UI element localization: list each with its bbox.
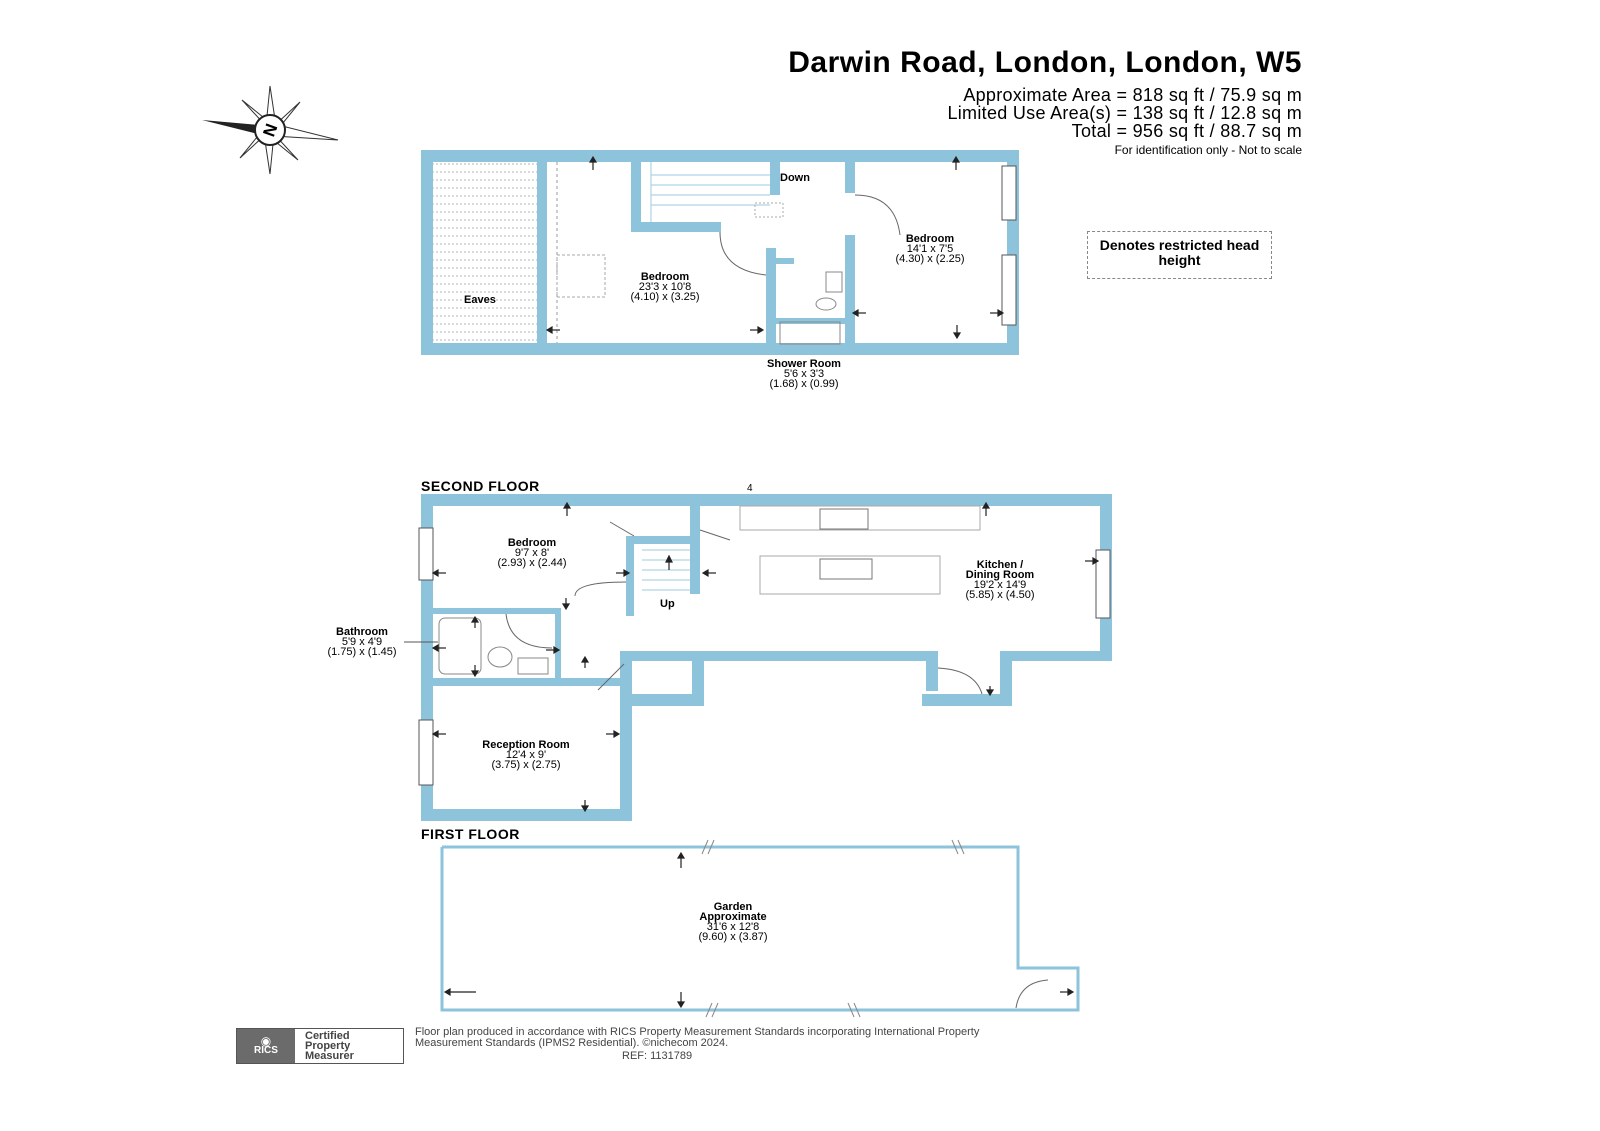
compass-letter: N xyxy=(259,121,281,139)
staircase-top xyxy=(650,162,770,222)
skylight xyxy=(556,254,606,298)
room-label-bathroom: Bathroom 5'9 x 4'9 (1.75) x (1.45) xyxy=(327,626,397,658)
worktop xyxy=(739,505,981,531)
floor-marker: 4 xyxy=(747,483,753,494)
eaves-label: Eaves xyxy=(464,294,496,306)
stairs-up-label: Up xyxy=(660,598,675,610)
basin xyxy=(517,657,549,675)
rics-logo: ◉ RICS xyxy=(237,1029,295,1063)
hob xyxy=(819,508,869,530)
room-label-second-bedroom: Bedroom 9'7 x 8' (2.93) x (2.44) xyxy=(497,537,567,569)
garden-boundary-marks xyxy=(701,839,965,1018)
approximate-area: Approximate Area = 818 sq ft / 75.9 sq m xyxy=(963,85,1302,105)
window xyxy=(418,719,434,786)
window xyxy=(1001,254,1017,326)
total-area: Total = 956 sq ft / 88.7 sq m xyxy=(1071,121,1302,141)
room-label-shower-room: Shower Room 5'6 x 3'3 (1.68) x (0.99) xyxy=(767,358,841,390)
page-title: Darwin Road, London, London, W5 xyxy=(788,46,1302,79)
bath xyxy=(438,617,482,675)
measurement-statement: Floor plan produced in accordance with R… xyxy=(415,1026,980,1049)
room-label-reception: Reception Room 12'4 x 9' (3.75) x (2.75) xyxy=(482,739,570,771)
compass-icon: N xyxy=(202,85,339,175)
door-arrows-top xyxy=(545,155,1005,340)
kitchen-island xyxy=(759,555,941,595)
shower-tray xyxy=(779,321,841,345)
window xyxy=(1095,549,1111,619)
restricted-height-legend-box xyxy=(1087,231,1272,279)
stairs-down-label: Down xyxy=(780,172,810,184)
door-arrows-second xyxy=(431,501,1100,813)
room-label-garden: Garden Approximate 31'6 x 12'8 (9.60) x … xyxy=(698,901,768,943)
limited-use-area: Limited Use Area(s) = 138 sq ft / 12.8 s… xyxy=(947,103,1302,123)
room-label-top-bedroom-1: Bedroom 23'3 x 10'8 (4.10) x (3.25) xyxy=(630,271,700,303)
room-label-kitchen-dining: Kitchen / Dining Room 19'2 x 14'9 (5.85)… xyxy=(965,559,1035,601)
eaves-area xyxy=(433,162,537,343)
garden-outline xyxy=(440,845,1080,1012)
staircase-second xyxy=(642,549,690,591)
identification-note: For identification only - Not to scale xyxy=(1114,143,1302,157)
garden-arrows xyxy=(443,851,1075,1009)
sink xyxy=(819,558,873,580)
first-floor-label: FIRST FLOOR xyxy=(421,826,520,842)
reference-number: REF: 1131789 xyxy=(622,1050,693,1062)
basin xyxy=(825,271,843,293)
room-label-top-bedroom-2: Bedroom 14'1 x 7'5 (4.30) x (2.25) xyxy=(895,233,965,265)
rics-badge-text: Certified Property Measurer xyxy=(305,1030,354,1062)
window xyxy=(418,527,434,581)
rics-badge: ◉ RICS Certified Property Measurer xyxy=(236,1028,404,1064)
toilet xyxy=(487,646,513,668)
second-floor-label: SECOND FLOOR xyxy=(421,478,540,494)
toilet xyxy=(815,297,837,311)
restricted-height-legend: Denotes restricted head height xyxy=(1099,237,1260,268)
window xyxy=(1001,165,1017,221)
